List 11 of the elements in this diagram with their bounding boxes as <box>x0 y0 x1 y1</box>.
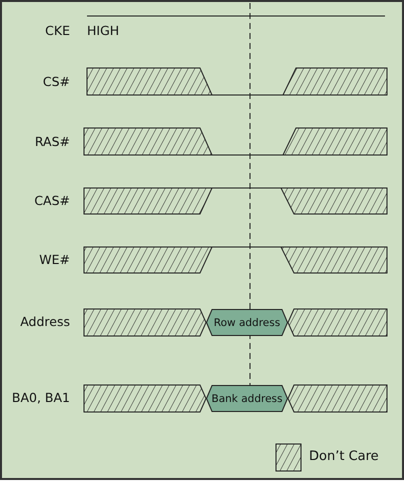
signal-name: CAS# <box>34 194 70 208</box>
signal-name: Address <box>20 315 70 329</box>
signal-level: HIGH <box>87 24 120 38</box>
signal-name: BA0, BA1 <box>12 391 70 405</box>
bus-value-label: Bank address <box>210 392 284 404</box>
signal-name: RAS# <box>34 135 70 149</box>
bus-value-label: Row address <box>212 316 282 328</box>
signal-name: CS# <box>42 75 70 89</box>
signal-name: CKE <box>45 24 70 38</box>
signal-name: WE# <box>39 253 70 267</box>
legend-text: Don’t Care <box>309 450 379 464</box>
